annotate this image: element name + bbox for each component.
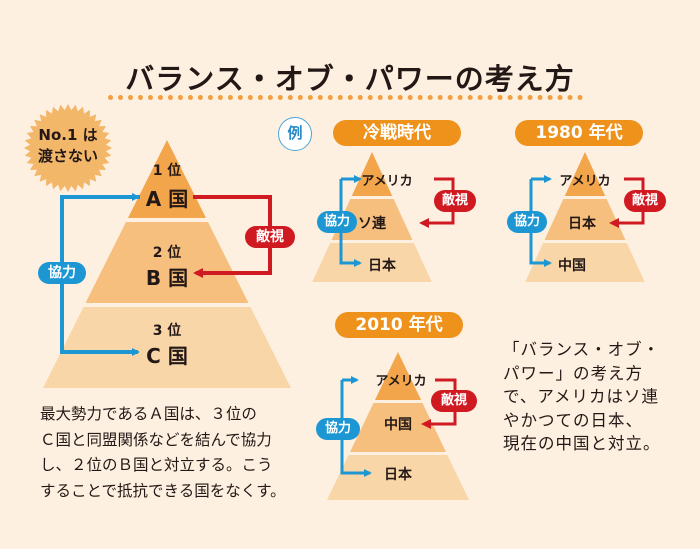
badge-line2: 渡さない xyxy=(37,147,98,165)
title-divider xyxy=(108,95,583,100)
era-label-cold-war: 冷戦時代 xyxy=(333,120,461,146)
era2-coop-arrow xyxy=(529,179,552,267)
era1-bottom: 日本 xyxy=(368,258,396,274)
era3-top: アメリカ xyxy=(375,374,427,389)
era1-middle: ソ連 xyxy=(358,216,386,232)
era3-bottom: 日本 xyxy=(384,467,412,483)
explanation-right-line: パワー」の考え方 xyxy=(503,363,643,383)
era-label-1980s: 1980 年代 xyxy=(515,120,643,146)
era2-pyramid-tier-1 xyxy=(564,152,606,196)
badge-text: No.1 は 渡さない xyxy=(28,125,108,167)
era3-middle: 中国 xyxy=(384,417,412,433)
explanation-left: 最大勢力であるＡ国は、３位の Ｃ国と同盟関係などを結んで協力 し、２位のＢ国と対… xyxy=(40,402,286,504)
era3-pyramid-tier-3 xyxy=(326,455,470,500)
hostility-pill: 敵視 xyxy=(245,226,295,248)
explanation-right-line: やかつての日本、 xyxy=(503,410,643,430)
rank-1: 1 位 xyxy=(152,163,182,179)
explanation-right-line: 現在の中国と対立。 xyxy=(503,434,661,453)
explanation-right-line: で、アメリカはソ連 xyxy=(503,387,660,406)
explanation-left-line: することで抵抗できる国をなくす。 xyxy=(40,481,286,500)
era2-hostility-pill: 敵視 xyxy=(624,190,666,212)
country-b: B 国 xyxy=(145,266,189,290)
badge-line1: No.1 は xyxy=(38,126,98,144)
era3-hostility-pill: 敵視 xyxy=(431,390,477,412)
main-pyramid-tier-1 xyxy=(128,140,206,218)
era1-coop-arrow xyxy=(339,179,362,267)
explanation-left-line: し、２位のＢ国と対立する。こう xyxy=(40,456,273,474)
rank-2: 2 位 xyxy=(152,245,182,261)
era3-pyramid-tier-1 xyxy=(374,352,422,400)
era3-pyramid-tier-2 xyxy=(350,403,446,452)
country-a: A 国 xyxy=(145,187,189,211)
era2-top: アメリカ xyxy=(559,174,611,189)
explanation-left-line: 最大勢力であるＡ国は、３位の xyxy=(40,405,257,423)
starburst-badge xyxy=(24,104,112,192)
era2-pyramid-tier-2 xyxy=(544,199,626,240)
page-title: バランス・オブ・パワーの考え方 xyxy=(125,62,575,96)
era1-top: アメリカ xyxy=(361,174,413,189)
country-c: C 国 xyxy=(146,344,188,368)
era2-pyramid-tier-3 xyxy=(525,243,645,282)
explanation-right: 「バランス・オブ・ パワー」の考え方 で、アメリカはソ連 やかつての日本、 現在… xyxy=(503,338,661,456)
explanation-left-line: Ｃ国と同盟関係などを結んで協力 xyxy=(40,430,272,449)
cooperation-pill: 協力 xyxy=(38,262,86,284)
era3-coop-arrow xyxy=(340,380,372,477)
era2-middle: 日本 xyxy=(568,216,596,232)
example-icon: 例 xyxy=(278,117,312,151)
explanation-right-line: 「バランス・オブ・ xyxy=(503,340,661,359)
main-pyramid-tier-3 xyxy=(43,307,291,388)
main-pyramid-tier-2 xyxy=(85,222,249,303)
era1-pyramid-tier-1 xyxy=(351,152,393,196)
era2-cooperation-pill: 協力 xyxy=(507,211,547,233)
era1-cooperation-pill: 協力 xyxy=(317,211,357,233)
era1-hostility-pill: 敵視 xyxy=(434,190,476,212)
rank-3: 3 位 xyxy=(152,323,182,339)
era3-cooperation-pill: 協力 xyxy=(316,418,360,440)
era2-bottom: 中国 xyxy=(558,258,586,274)
era-label-2010s: 2010 年代 xyxy=(335,312,463,338)
